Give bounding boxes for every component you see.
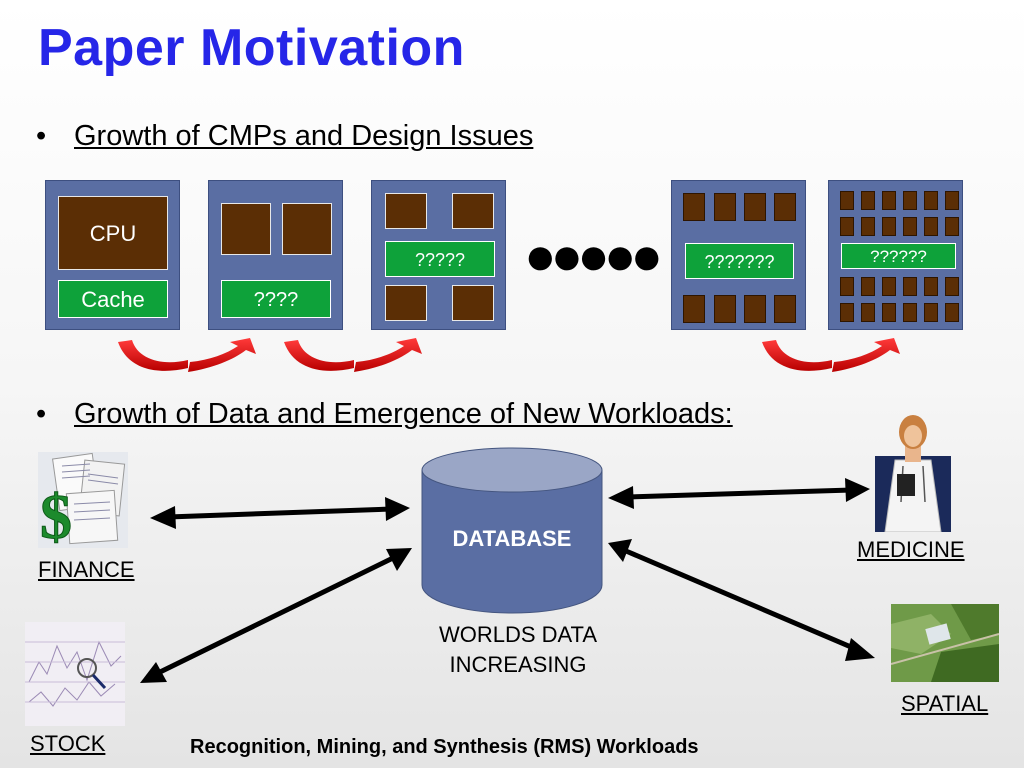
core — [744, 295, 766, 323]
core — [840, 303, 854, 322]
core — [903, 303, 917, 322]
database-caption: WORLDS DATA INCREASING — [420, 620, 616, 680]
chip-5: ?????? — [828, 180, 963, 330]
core — [945, 277, 959, 296]
core — [861, 303, 875, 322]
core — [924, 217, 938, 236]
core — [774, 193, 796, 221]
core — [882, 277, 896, 296]
core — [221, 203, 271, 255]
core — [840, 277, 854, 296]
bullet-cmp: • Growth of CMPs and Design Issues — [36, 120, 533, 153]
cache-block: ?????? — [841, 243, 956, 269]
curved-arrow-2 — [284, 338, 422, 372]
core — [683, 193, 705, 221]
core — [452, 193, 494, 229]
slide-title: Paper Motivation — [38, 19, 465, 77]
bullet-dot: • — [36, 120, 47, 152]
chip-3: ????? — [371, 180, 506, 330]
spatial-image — [891, 604, 999, 682]
ellipsis-dots: ●●●●● — [524, 226, 663, 286]
core — [714, 295, 736, 323]
core — [882, 217, 896, 236]
database-caption-line-1: WORLDS DATA — [438, 622, 598, 647]
bullet-data: • Growth of Data and Emergence of New Wor… — [36, 398, 733, 431]
spatial-label: SPATIAL — [901, 691, 989, 716]
core — [882, 303, 896, 322]
core — [774, 295, 796, 323]
core — [714, 193, 736, 221]
core — [452, 285, 494, 321]
chip-1: CPU Cache — [45, 180, 180, 330]
cpu-label: CPU — [89, 221, 137, 246]
rms-footer: Recognition, Mining, and Synthesis (RMS)… — [190, 736, 699, 758]
core — [924, 303, 938, 322]
db-arrows — [140, 478, 875, 683]
core — [945, 303, 959, 322]
finance-image: $ — [38, 452, 128, 548]
core — [861, 191, 875, 210]
core — [840, 217, 854, 236]
core — [903, 277, 917, 296]
core — [903, 217, 917, 236]
core — [861, 277, 875, 296]
core — [945, 217, 959, 236]
svg-text:$: $ — [40, 481, 72, 548]
database-caption-line-2: INCREASING — [449, 652, 587, 677]
core — [924, 191, 938, 210]
core — [903, 191, 917, 210]
cache-block: ????? — [385, 241, 495, 277]
curved-arrow-1 — [118, 338, 256, 372]
bullet-dot: • — [36, 398, 47, 430]
core — [282, 203, 332, 255]
cache-block: Cache — [58, 280, 168, 318]
core — [861, 217, 875, 236]
core — [385, 285, 427, 321]
core — [385, 193, 427, 229]
medicine-image — [875, 412, 951, 532]
core — [683, 295, 705, 323]
core — [840, 191, 854, 210]
core — [945, 191, 959, 210]
bullet-cmp-text: Growth of CMPs and Design Issues — [74, 120, 534, 152]
core — [882, 191, 896, 210]
cache-block: ???? — [221, 280, 331, 318]
database-label: DATABASE — [452, 526, 572, 551]
bullet-data-text: Growth of Data and Emergence of New Work… — [74, 398, 733, 430]
stock-image — [25, 622, 125, 726]
chip-4: ??????? — [671, 180, 806, 330]
finance-label: FINANCE — [38, 557, 135, 582]
core — [744, 193, 766, 221]
core — [924, 277, 938, 296]
curved-arrow-3 — [762, 338, 900, 372]
chip-2: ???? — [208, 180, 343, 330]
cpu-core: CPU — [58, 196, 168, 270]
database-cylinder — [421, 447, 603, 614]
stock-label: STOCK — [30, 731, 106, 756]
cache-block: ??????? — [685, 243, 794, 279]
medicine-label: MEDICINE — [857, 537, 965, 562]
